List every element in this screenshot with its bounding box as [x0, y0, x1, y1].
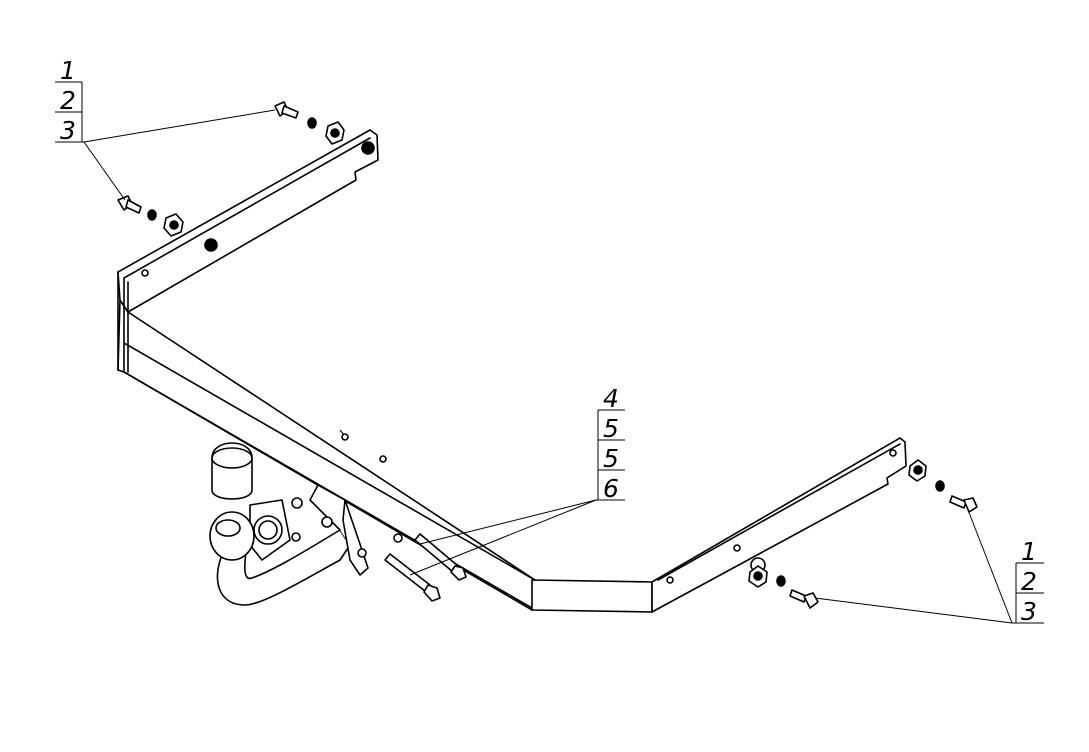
washer	[147, 209, 157, 221]
callout-number: 3	[1021, 597, 1037, 626]
nut	[163, 213, 184, 237]
center-bolts	[384, 533, 467, 602]
callout-top-left: 1 2 3	[55, 56, 276, 201]
bolt	[414, 533, 467, 581]
tow-ball	[209, 511, 255, 561]
bolt	[384, 553, 441, 602]
callout-center: 4 5 5 6	[409, 384, 625, 576]
socket-plate	[249, 497, 333, 561]
callout-number: 1	[1021, 537, 1037, 566]
ball-cap	[211, 442, 253, 500]
bolt	[949, 495, 978, 513]
washer	[776, 575, 786, 587]
washer	[935, 480, 945, 492]
callout-number: 3	[60, 116, 76, 145]
right-side-bracket	[651, 437, 907, 613]
nut	[908, 459, 927, 482]
callout-number: 6	[603, 474, 619, 503]
nut	[748, 565, 768, 588]
top-left-fasteners	[117, 101, 345, 237]
callout-number: 1	[60, 56, 76, 85]
bolt	[789, 589, 819, 609]
callout-bottom-right: 1 2 3	[814, 509, 1044, 626]
bolt	[274, 101, 299, 119]
callout-number: 2	[1021, 567, 1037, 596]
bolt	[117, 195, 142, 214]
washer	[307, 117, 317, 129]
callout-number: 4	[603, 384, 619, 413]
tow-ball-assembly	[209, 442, 369, 606]
tow-bar-beam	[117, 299, 653, 613]
callout-number: 5	[603, 444, 619, 473]
callout-number: 5	[603, 414, 619, 443]
callout-number: 2	[60, 86, 76, 115]
bottom-right-fasteners	[748, 459, 978, 609]
left-side-bracket	[117, 129, 379, 373]
nut	[325, 121, 345, 145]
